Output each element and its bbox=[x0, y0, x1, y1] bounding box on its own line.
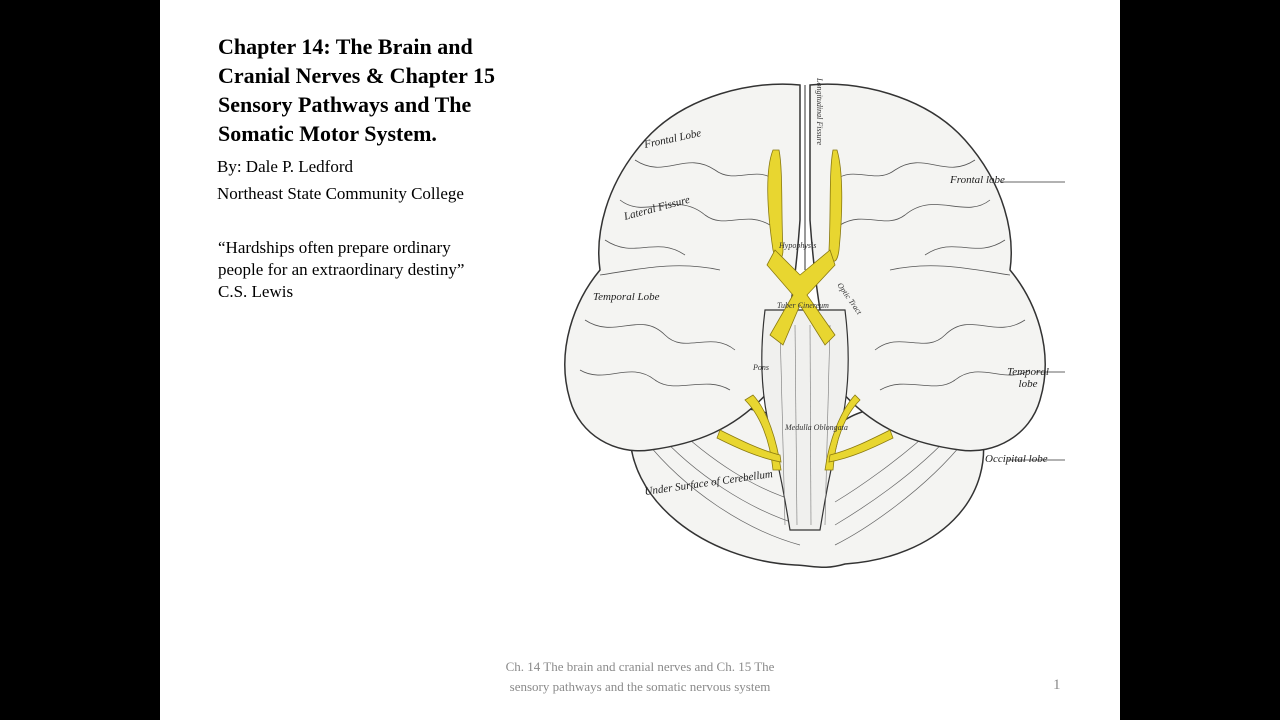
brain-drawing: Longitudinal Fissure Frontal Lobe Latera… bbox=[564, 77, 1095, 568]
author-byline: By: Dale P. Ledford bbox=[217, 157, 353, 176]
quote: “Hardships often prepare ordinary people… bbox=[218, 237, 518, 303]
quote-line: people for an extraordinary destiny” bbox=[218, 260, 465, 279]
quote-line: “Hardships often prepare ordinary bbox=[218, 238, 451, 257]
label-temporal-lobe: Temporal lobe bbox=[1007, 366, 1049, 390]
label-medulla-oblongata: Medulla Oblongata bbox=[784, 423, 848, 432]
label-tuber-cinereum: Tuber Cinereum bbox=[777, 301, 829, 310]
right-nerve-bundle bbox=[824, 394, 861, 471]
right-lower-nerves bbox=[828, 429, 894, 463]
label-longitudinal-fissure: Longitudinal Fissure bbox=[815, 77, 824, 145]
college-name: Northeast State Community College bbox=[217, 184, 464, 203]
label-occipital-lobe: Occipital lobe bbox=[985, 453, 1048, 465]
brain-underside-illustration: Longitudinal Fissure Frontal Lobe Latera… bbox=[545, 70, 1095, 570]
left-nerve-bundle bbox=[744, 394, 782, 471]
right-olfactory-nerve bbox=[828, 149, 843, 262]
label-pons: Pons bbox=[752, 363, 769, 372]
optic-chiasm bbox=[766, 249, 836, 346]
quote-author: C.S. Lewis bbox=[218, 282, 294, 301]
slide-title: Chapter 14: The Brain and Cranial Nerves… bbox=[218, 34, 495, 146]
page-number: 1 bbox=[1053, 677, 1061, 693]
label-frontal-lobe: Frontal lobe bbox=[950, 174, 1005, 186]
brainstem bbox=[761, 309, 849, 531]
left-lower-nerves bbox=[716, 429, 782, 463]
slide-footer: Ch. 14 The brain and cranial nerves and … bbox=[505, 659, 775, 694]
label-temporal-lobe-inner: Temporal Lobe bbox=[593, 291, 660, 303]
slide: Chapter 14: The Brain and Cranial Nerves… bbox=[160, 0, 1120, 720]
label-hypophysis: Hypophysis bbox=[778, 241, 816, 250]
